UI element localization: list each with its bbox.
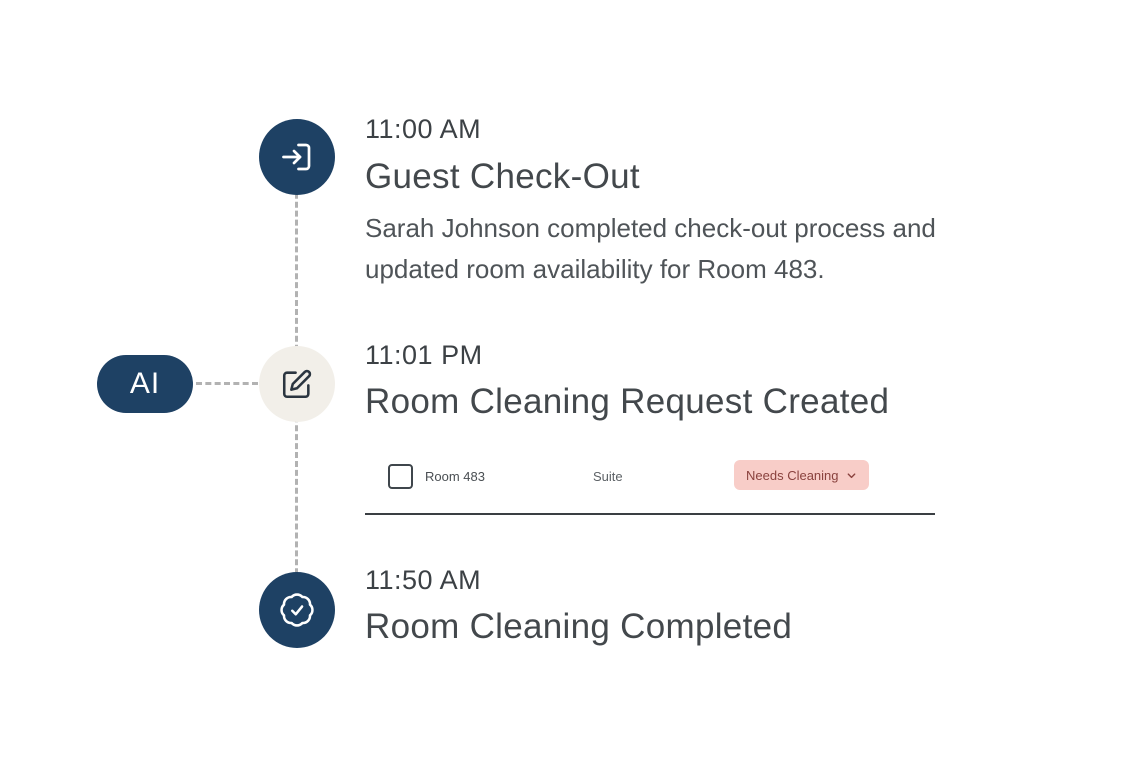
entry-2-time: 11:01 PM (365, 340, 483, 370)
room-status-dropdown[interactable]: Needs Cleaning (734, 460, 869, 490)
timeline-node-checkout (259, 119, 335, 195)
room-status-label: Needs Cleaning (746, 467, 839, 483)
entry-1-description: Sarah Johnson completed check-out proces… (365, 213, 936, 284)
room-name-cell: Room 483 (425, 469, 485, 484)
room-table-row: Room 483 Suite Needs Cleaning (365, 455, 935, 515)
room-type-cell: Suite (593, 469, 623, 484)
edit-icon (280, 367, 314, 401)
ai-connector-line (196, 382, 258, 385)
check-out-icon (279, 139, 315, 175)
entry-1-time: 11:00 AM (365, 114, 482, 144)
room-checkbox[interactable] (388, 464, 413, 489)
ai-badge-label: AI (129, 367, 161, 400)
ai-badge: AI (97, 355, 193, 413)
verified-badge-icon (278, 591, 316, 629)
entry-3-time: 11:50 AM (365, 565, 482, 595)
entry-2-title: Room Cleaning Request Created (365, 382, 890, 421)
entry-3-title: Room Cleaning Completed (365, 607, 793, 646)
chevron-down-icon (846, 470, 857, 481)
timeline-node-completed (259, 572, 335, 648)
entry-1-title: Guest Check-Out (365, 157, 640, 196)
timeline-node-edit (259, 346, 335, 422)
